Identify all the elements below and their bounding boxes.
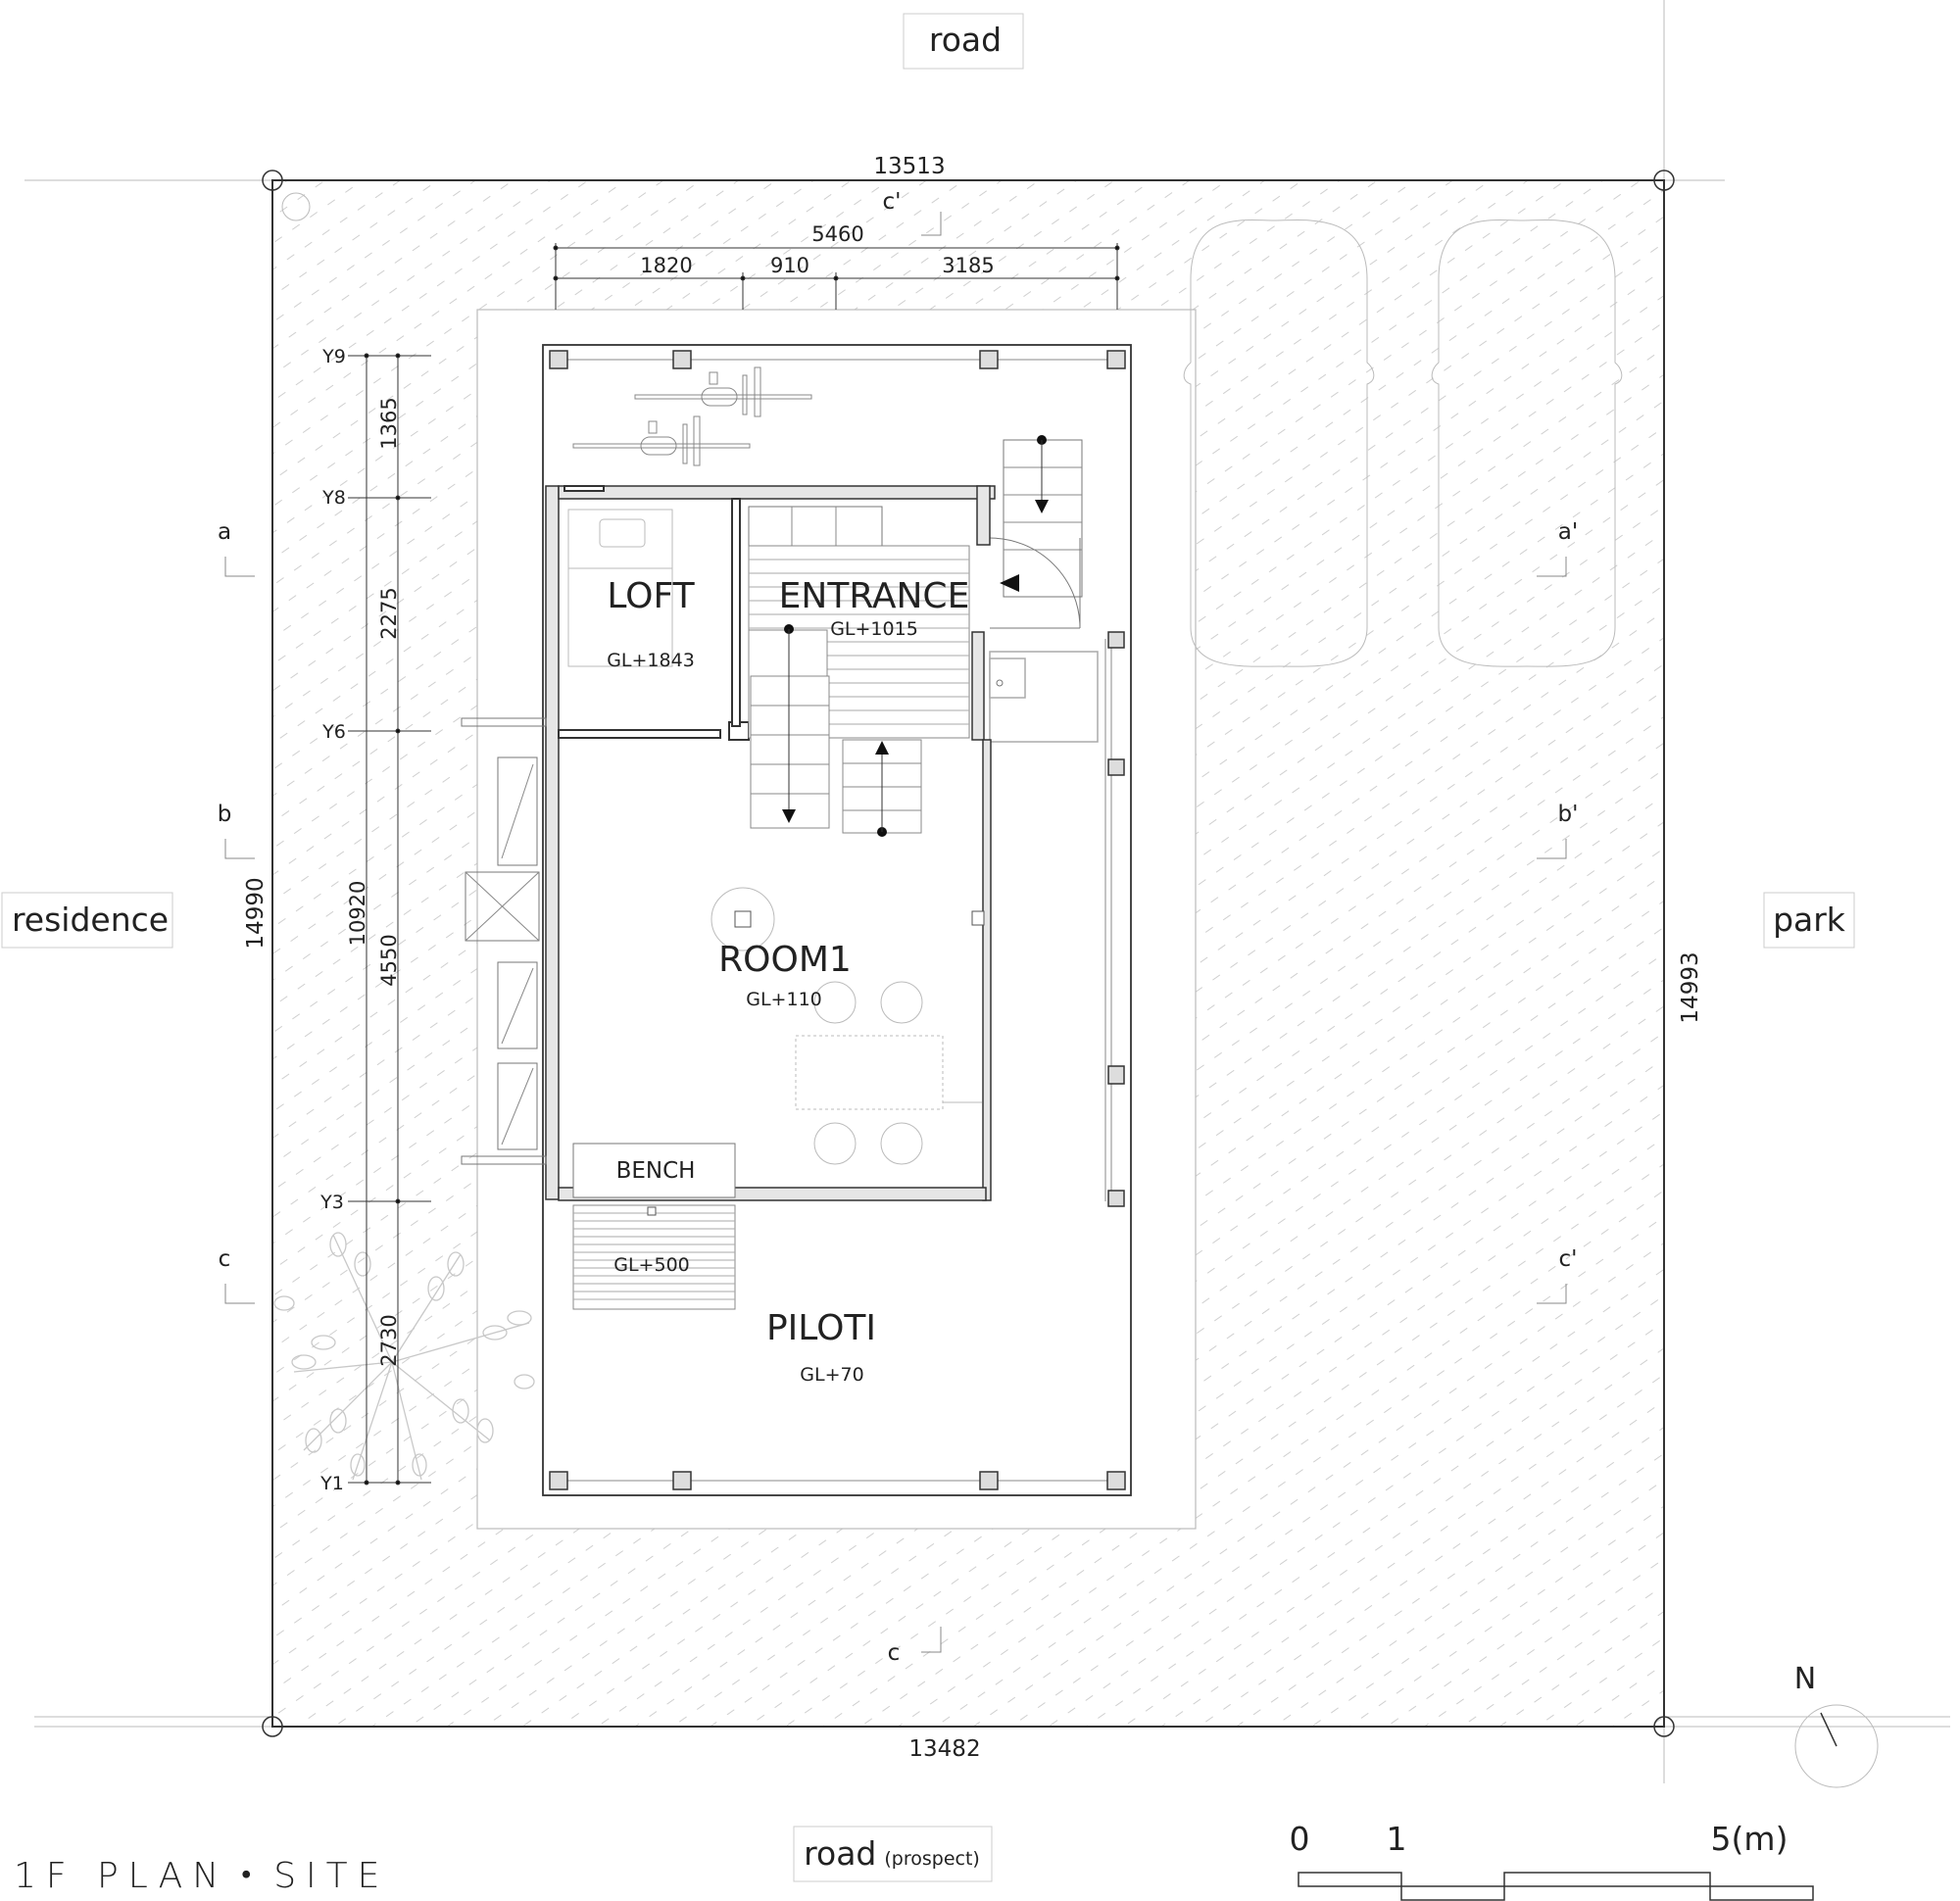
bench-and-deck — [572, 1143, 736, 1310]
grid-axis-y9: Y9 — [321, 346, 346, 367]
parked-car-icon — [1183, 219, 1375, 667]
residence-label-box — [1, 892, 173, 949]
room-name-entrance: ENTRANCE — [779, 576, 970, 616]
road-south-name: road — [804, 1834, 876, 1873]
section-mark-c-prime-east: c' — [1559, 1246, 1578, 1272]
exterior-stair-upper — [1003, 435, 1083, 598]
room-name-room1: ROOM1 — [718, 940, 852, 980]
room-level-loft: GL+1843 — [607, 650, 695, 671]
section-mark-c-prime-north: c' — [883, 189, 902, 215]
site-corner-marker — [262, 170, 283, 191]
scale-bar — [1298, 1872, 1814, 1901]
building-dim-width-3: 3185 — [942, 254, 994, 277]
site-dim-right: 14993 — [1678, 951, 1703, 1023]
building-dim-depth-2: 2275 — [377, 587, 401, 639]
dimension-lines-left — [348, 353, 431, 1486]
section-mark-a-prime: a' — [1558, 519, 1578, 545]
road-south-note: (prospect) — [884, 1848, 979, 1870]
room-name-piloti: PILOTI — [766, 1308, 876, 1348]
park-label: park — [1773, 901, 1846, 939]
section-mark-c-south: c — [888, 1640, 901, 1666]
entrance-door-swing — [989, 537, 1081, 629]
road-north-label: road — [929, 21, 1002, 59]
scale-label-0: 0 — [1290, 1820, 1310, 1858]
entrance-stair — [748, 506, 970, 837]
loft-bed-icon — [567, 509, 673, 667]
building-dim-width-2: 910 — [770, 254, 809, 277]
room-level-entrance: GL+1015 — [830, 618, 918, 640]
section-mark-b: b — [218, 802, 232, 827]
west-wall-fixtures — [461, 717, 547, 1165]
room-name-loft: LOFT — [607, 576, 695, 616]
building-dim-depth-3: 4550 — [377, 934, 401, 986]
scale-label-1: 1 — [1387, 1820, 1407, 1858]
room-level-room1: GL+110 — [746, 989, 822, 1010]
outdoor-furniture-icon — [572, 366, 812, 466]
site-corner-marker — [1653, 170, 1675, 191]
section-marker-lines — [224, 212, 1567, 1653]
north-arrow-icon — [1794, 1704, 1879, 1788]
building-dim-depth-4: 2730 — [377, 1314, 401, 1366]
grid-axis-y3: Y3 — [319, 1192, 344, 1213]
site-corner-marker — [262, 1716, 283, 1737]
park-label-box — [1763, 892, 1855, 949]
grid-axis-y6: Y6 — [321, 721, 346, 743]
building-dim-depth-1: 1365 — [377, 397, 401, 449]
section-mark-c-west: c — [219, 1246, 231, 1272]
building-dim-total-depth: 10920 — [346, 881, 369, 947]
site-dim-left: 14990 — [243, 877, 269, 949]
room1-furniture — [710, 887, 985, 1165]
tree-icon — [273, 1232, 535, 1481]
section-mark-a: a — [218, 519, 231, 545]
grid-axis-y1: Y1 — [319, 1473, 344, 1494]
grid-axis-y8: Y8 — [321, 487, 346, 509]
drawing-title: 1F PLAN・SITE — [14, 1856, 389, 1896]
scale-label-5m: 5(m) — [1711, 1820, 1788, 1858]
room-name-bench: BENCH — [616, 1158, 696, 1184]
residence-label: residence — [12, 901, 169, 939]
benchmark-marker — [281, 192, 311, 221]
north-arrow-label: N — [1794, 1662, 1816, 1696]
section-mark-b-prime: b' — [1558, 802, 1579, 827]
sink-icon — [989, 658, 1026, 699]
road-south-label-box — [793, 1826, 993, 1882]
site-dim-top: 13513 — [873, 154, 945, 179]
structural-columns — [549, 350, 1126, 1490]
building-dim-total-width: 5460 — [811, 222, 863, 246]
site-dim-bottom: 13482 — [908, 1736, 980, 1762]
room-level-deck: GL+500 — [613, 1254, 690, 1276]
building-dim-width-1: 1820 — [640, 254, 692, 277]
road-south-label: road (prospect) — [804, 1834, 980, 1873]
parked-car-icon — [1431, 219, 1623, 667]
road-north-label-box — [903, 13, 1024, 70]
site-corner-marker — [1653, 1716, 1675, 1737]
room-level-piloti: GL+70 — [800, 1364, 863, 1386]
dimension-lines-top — [553, 243, 1120, 310]
